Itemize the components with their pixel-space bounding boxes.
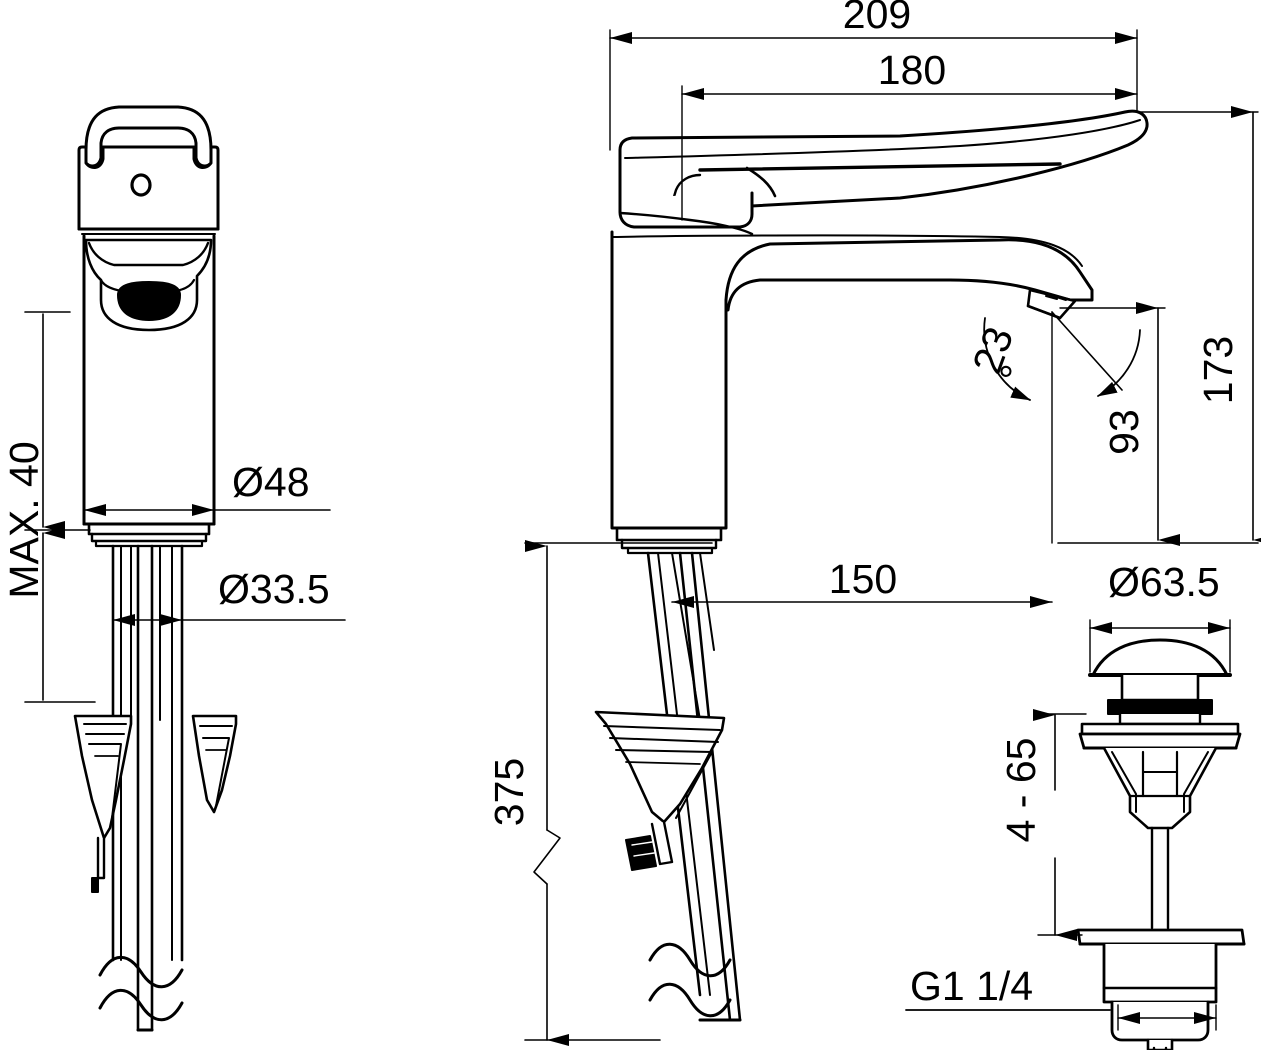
dimension-labels: MAX. 40 Ø48 Ø33.5 209 180 173 93 23 ° 15… (1, 0, 1241, 1009)
side-view-dimensions (524, 29, 1261, 1046)
dim-150: 150 (829, 556, 897, 602)
dim-375: 375 (486, 758, 532, 826)
dim-angle-degree-symbol: ° (991, 360, 1038, 390)
dim-93: 93 (1101, 409, 1147, 455)
side-view-geometry (594, 109, 1149, 1022)
dim-dia-33-5: Ø33.5 (218, 566, 330, 612)
label-thread-g1-1-4: G1 1/4 (910, 963, 1033, 1009)
dim-dia-63-5: Ø63.5 (1108, 559, 1220, 605)
drain-view-geometry (1076, 638, 1246, 1050)
dim-range-4-65: 4 - 65 (998, 738, 1044, 843)
drain-view-dimensions (905, 619, 1231, 1031)
front-view-geometry (73, 105, 238, 1032)
dim-209: 209 (843, 0, 911, 37)
dim-dia-48: Ø48 (232, 459, 310, 505)
front-view-dimensions (24, 311, 346, 703)
dim-max-40: MAX. 40 (1, 441, 47, 598)
dim-173: 173 (1195, 336, 1241, 404)
dim-180: 180 (878, 47, 946, 93)
